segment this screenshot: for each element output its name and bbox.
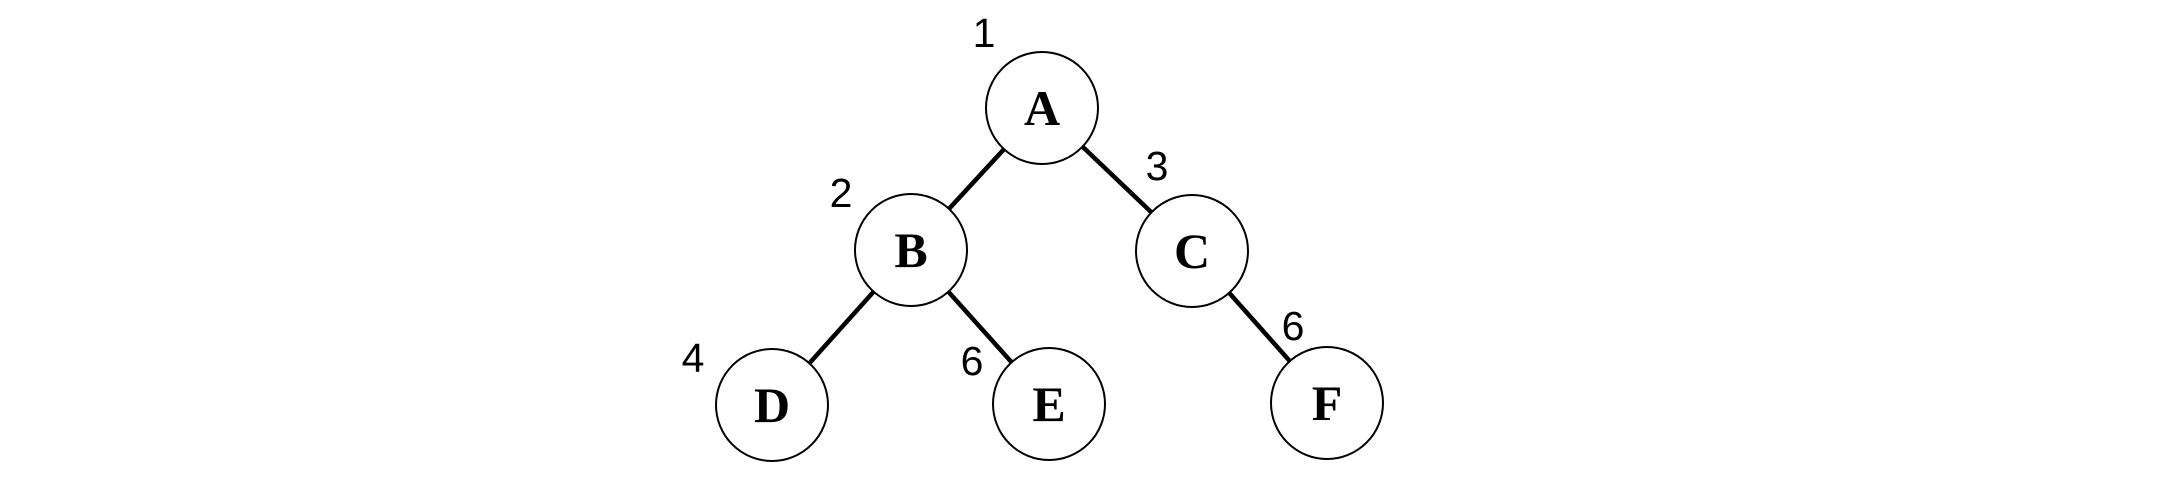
node-A-label: A [1024,80,1060,136]
node-D-circle [715,348,829,462]
edge-C-F [1227,291,1292,363]
node-C-label: C [1174,223,1210,279]
node-C-circle [1135,194,1249,308]
node-A-circle [985,51,1099,165]
number-label-A: 1 [973,10,996,56]
number-label-C: 3 [1146,143,1169,189]
node-E-label: E [1032,376,1065,432]
number-label-F: 6 [1282,303,1305,349]
edge-B-D [807,290,876,365]
node-B-label: B [894,222,927,278]
node-D-label: D [754,377,790,433]
node-B-circle [854,193,968,307]
number-label-E: 6 [961,338,984,384]
edge-A-B [947,147,1006,211]
number-label-B: 2 [830,170,853,216]
number-label-D: 4 [682,335,705,381]
node-F-circle [1270,346,1384,460]
node-E-circle [992,347,1106,461]
edge-A-C [1080,144,1154,215]
edge-B-E [946,290,1014,364]
node-F-label: F [1312,375,1343,431]
